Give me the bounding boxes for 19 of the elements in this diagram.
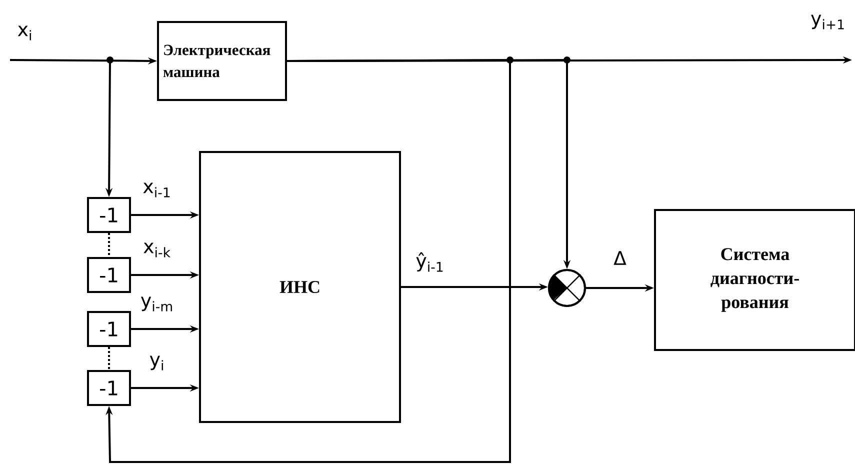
dotted-line	[108, 347, 110, 370]
edge-label: x$_{i-k}$	[144, 242, 170, 258]
delay-box: -1	[87, 370, 131, 406]
edge-label: x$_{i}$	[18, 26, 31, 40]
edge-label: x$_{i-1}$	[143, 182, 170, 198]
arrow	[106, 59, 511, 463]
delay-box: -1	[87, 311, 131, 347]
edge-label: Δ	[614, 251, 626, 265]
dotted-line	[108, 233, 110, 257]
delay-box: -1	[87, 257, 131, 293]
process-box: Электрическая машина	[157, 21, 287, 101]
process-box: ИНС	[199, 151, 401, 423]
edge-label: y$_{i-m}$	[140, 296, 172, 312]
summing-junction	[548, 269, 586, 307]
edge-label: y$_{i}$	[150, 356, 163, 370]
edge-label: y$_{i+1}$	[811, 14, 844, 30]
delay-box: -1	[87, 197, 131, 233]
edge-label: ŷ$_{i-1}$	[416, 252, 443, 272]
process-box: Система диагности-рования	[654, 209, 855, 351]
